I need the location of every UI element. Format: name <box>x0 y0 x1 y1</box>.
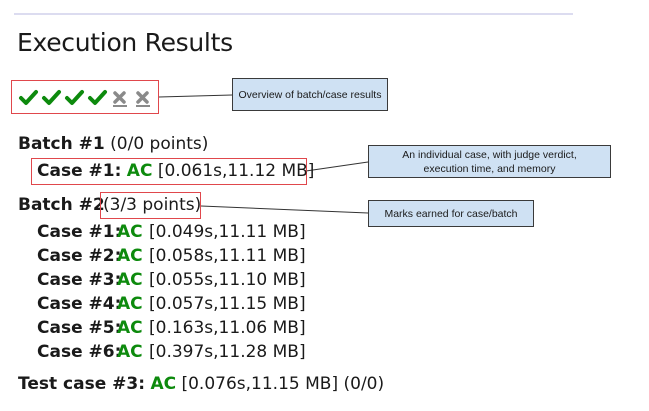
top-divider <box>14 13 573 15</box>
callout-marks: Marks earned for case/batch <box>368 200 534 227</box>
case-stats: [0.057s,11.15 MB] <box>149 294 306 314</box>
case-row[interactable]: Case #3:AC [0.055s,11.10 MB] <box>37 270 306 290</box>
x-icon[interactable] <box>110 86 131 108</box>
check-icon[interactable] <box>64 86 85 108</box>
case-label: Case #3: <box>37 270 122 290</box>
verdict-badge: AC <box>117 246 143 266</box>
case-label: Case #1: <box>37 222 122 242</box>
case-row[interactable]: Case #1:AC [0.049s,11.11 MB] <box>37 222 306 242</box>
case-stats: [0.163s,11.06 MB] <box>149 318 306 338</box>
case-label: Case #1: <box>37 161 122 181</box>
case-label: Case #6: <box>37 342 122 362</box>
test-case-row[interactable]: Test case #3: AC [0.076s,11.15 MB] (0/0) <box>18 374 384 394</box>
x-icon[interactable] <box>133 86 154 108</box>
case-stats: [0.058s,11.11 MB] <box>149 246 306 266</box>
case-row[interactable]: Case #2:AC [0.058s,11.11 MB] <box>37 246 306 266</box>
verdict-badge: AC <box>117 294 143 314</box>
test-case-stats: [0.076s,11.15 MB] <box>181 374 339 394</box>
batch-points: (0/0 points) <box>110 134 209 154</box>
case-row[interactable]: Case #1: AC [0.061s,11.12 MB] <box>37 161 314 181</box>
check-icon[interactable] <box>41 86 62 108</box>
verdict-badge: AC <box>126 161 153 181</box>
check-icon[interactable] <box>87 86 108 108</box>
verdict-badge: AC <box>117 342 143 362</box>
overview-icons <box>18 86 154 108</box>
verdict-badge: AC <box>150 374 177 394</box>
batch-label: Batch #1 <box>18 134 105 154</box>
batch-header: Batch #1 (0/0 points) <box>18 134 208 154</box>
batch-points: (3/3 points) <box>103 195 202 215</box>
verdict-badge: AC <box>117 222 143 242</box>
case-highlight-box <box>31 158 307 185</box>
test-case-points: (0/0) <box>343 374 385 394</box>
case-stats: [0.397s,11.28 MB] <box>149 342 306 362</box>
case-stats: [0.049s,11.11 MB] <box>149 222 306 242</box>
case-row[interactable]: Case #6:AC [0.397s,11.28 MB] <box>37 342 306 362</box>
overview-highlight-box <box>11 80 159 114</box>
case-row[interactable]: Case #5:AC [0.163s,11.06 MB] <box>37 318 306 338</box>
check-icon[interactable] <box>18 86 39 108</box>
test-case-label: Test case #3: <box>18 374 146 394</box>
points-highlight-box <box>100 192 201 219</box>
callout-overview: Overview of batch/case results <box>232 78 388 111</box>
batch-header: Batch #2 <box>18 195 105 215</box>
page-title: Execution Results <box>17 28 233 57</box>
batch-label: Batch #2 <box>18 195 105 215</box>
case-row[interactable]: Case #4:AC [0.057s,11.15 MB] <box>37 294 306 314</box>
verdict-badge: AC <box>117 270 143 290</box>
verdict-badge: AC <box>117 318 143 338</box>
case-label: Case #2: <box>37 246 122 266</box>
case-label: Case #5: <box>37 318 122 338</box>
callout-case-text: An individual case, with judge verdict, … <box>402 148 577 175</box>
case-label: Case #4: <box>37 294 122 314</box>
case-stats: [0.055s,11.10 MB] <box>149 270 306 290</box>
case-stats: [0.061s,11.12 MB] <box>157 161 315 181</box>
callout-case: An individual case, with judge verdict, … <box>368 145 611 178</box>
